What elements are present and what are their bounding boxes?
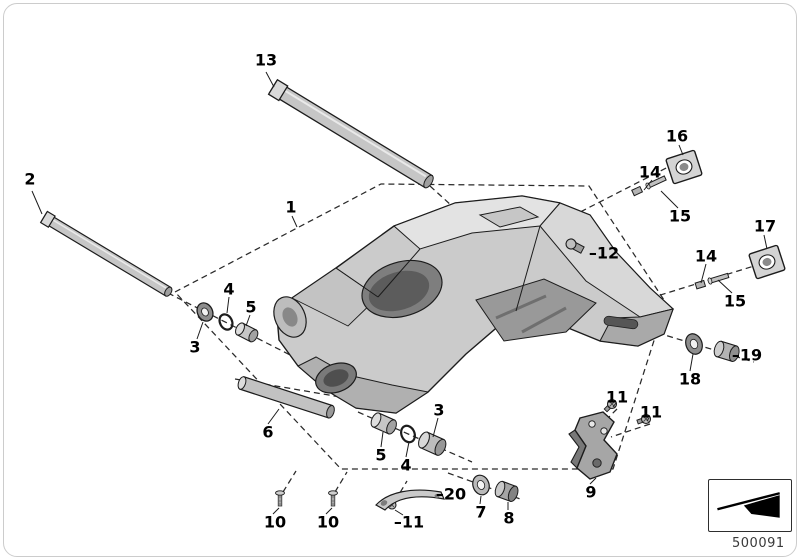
part-label-5-left[interactable]: 5 <box>245 297 257 317</box>
screw-11-a <box>603 398 618 413</box>
part-label-17[interactable]: 17 <box>753 216 777 236</box>
part-label-12[interactable]: –12 <box>588 243 620 263</box>
pin-14-right <box>694 279 707 290</box>
diagram-number: 500091 <box>732 536 785 551</box>
part-label-9[interactable]: 9 <box>585 482 597 502</box>
part-label-10-a[interactable]: 10 <box>263 512 287 532</box>
pivot-shaft-13 <box>267 78 434 189</box>
circlip-4-left <box>218 313 234 331</box>
part-label-3-right[interactable]: 3 <box>433 400 445 420</box>
part-label-20[interactable]: –20 <box>435 484 467 504</box>
bushing-8 <box>494 480 519 503</box>
section-flag-icon <box>717 492 780 518</box>
bracket-9 <box>568 411 618 480</box>
pivot-pin-6 <box>237 376 335 419</box>
nut-block-16 <box>665 149 703 185</box>
part-label-4-left[interactable]: 4 <box>223 279 235 299</box>
part-label-6[interactable]: 6 <box>262 422 274 442</box>
part-label-3-left[interactable]: 3 <box>189 337 201 357</box>
clip-10-b <box>328 490 338 507</box>
part-label-13[interactable]: 13 <box>254 50 278 70</box>
screw-11-b <box>636 413 652 425</box>
washer-18 <box>685 333 703 355</box>
part-label-11-b[interactable]: 11 <box>639 402 663 422</box>
swingarm-body <box>273 195 675 414</box>
bushing-19 <box>713 340 740 363</box>
bolt-12 <box>565 238 585 254</box>
part-label-8[interactable]: 8 <box>503 508 515 528</box>
bearing-3-right <box>418 431 447 456</box>
part-label-14-upper[interactable]: 14 <box>638 162 662 182</box>
axle-rod-2 <box>39 210 173 297</box>
bushing-5-right <box>370 412 397 435</box>
part-label-2[interactable]: 2 <box>24 169 36 189</box>
circlip-4-right <box>400 424 416 444</box>
pin-14-upper <box>631 185 644 197</box>
legend-icon-box <box>708 479 792 532</box>
part-label-16[interactable]: 16 <box>665 126 689 146</box>
part-label-4-right[interactable]: 4 <box>400 455 412 475</box>
part-label-15-upper[interactable]: 15 <box>668 206 692 226</box>
part-label-15-right[interactable]: 15 <box>723 291 747 311</box>
part-label-14-right[interactable]: 14 <box>694 246 718 266</box>
clip-10-a <box>275 490 285 507</box>
label-leader-lines <box>31 71 768 516</box>
strip-bracket-20 <box>375 489 445 511</box>
part-label-11-a[interactable]: 11 <box>605 387 629 407</box>
part-label-19[interactable]: –19 <box>731 345 763 365</box>
part-label-1[interactable]: 1 <box>285 197 297 217</box>
nut-block-17 <box>748 244 786 280</box>
bearing-ring-3-left <box>196 302 214 322</box>
washer-7 <box>472 474 490 496</box>
part-label-7[interactable]: 7 <box>475 502 487 522</box>
bushing-5-left <box>235 322 259 343</box>
part-label-10-b[interactable]: 10 <box>316 512 340 532</box>
part-label-5-right[interactable]: 5 <box>375 445 387 465</box>
part-label-18[interactable]: 18 <box>678 369 702 389</box>
part-label-11-bottom[interactable]: –11 <box>393 512 425 532</box>
screw-15-right <box>707 272 730 285</box>
